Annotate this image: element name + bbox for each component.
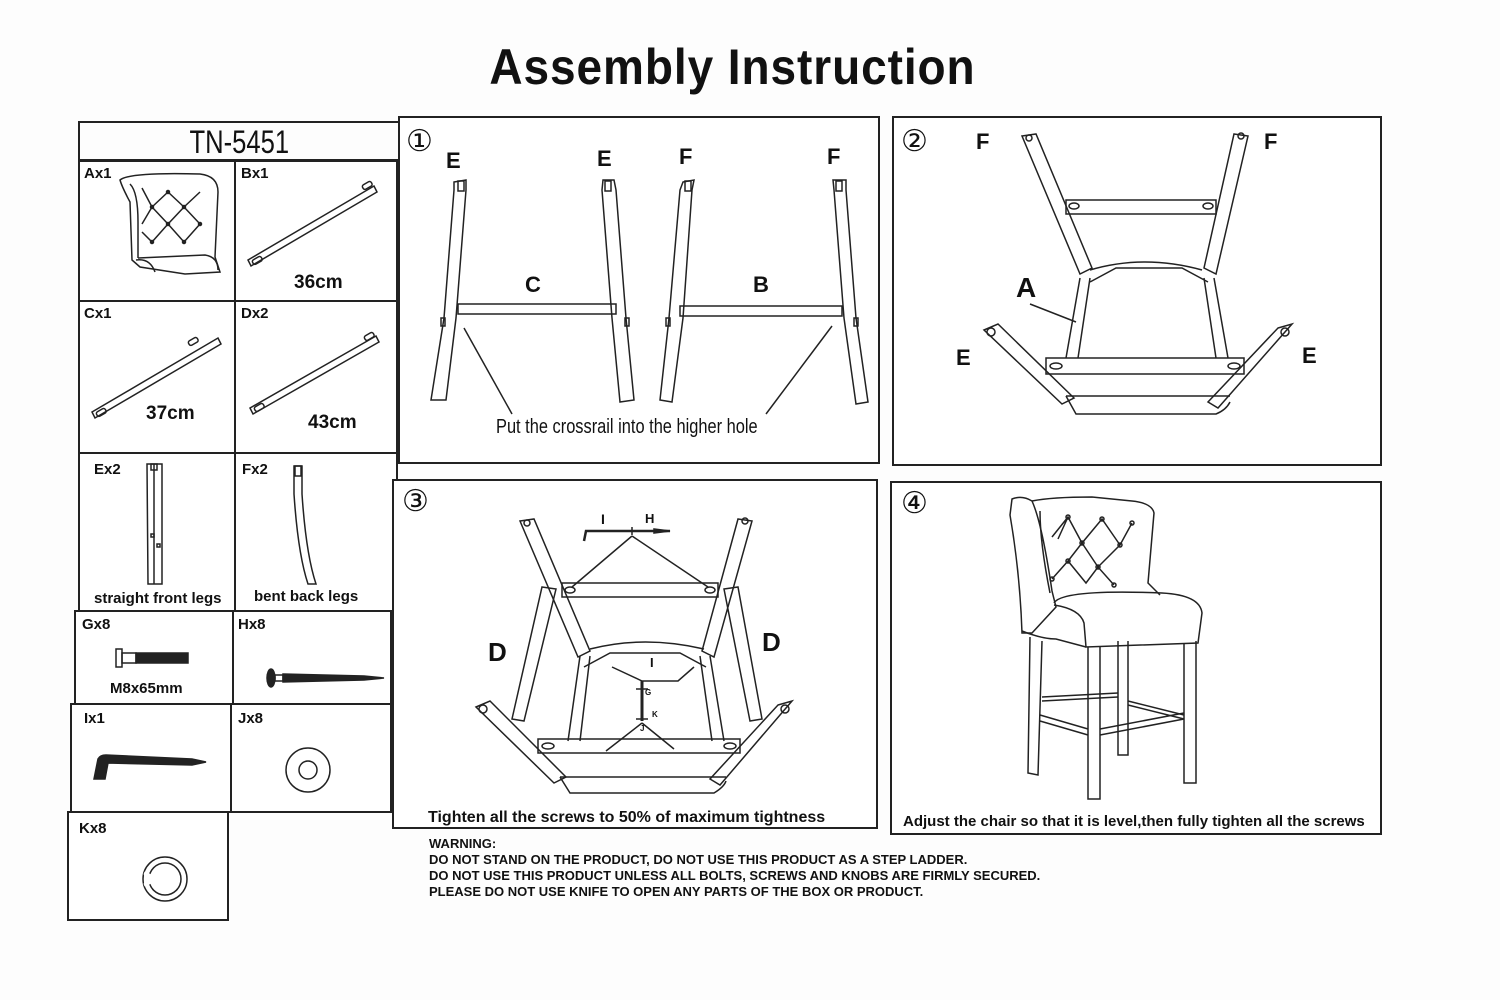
part-marker-f: F <box>679 144 693 169</box>
part-label: Kx8 <box>79 820 107 837</box>
model-number: TN-5451 <box>78 121 400 161</box>
crossrail-icon <box>247 180 378 268</box>
step-3-diagram <box>474 517 795 794</box>
part-label: Fx2 <box>242 461 268 478</box>
part-cell-e: Ex2 straight front legs <box>78 452 236 612</box>
step-1-panel: ① E E F F C B Put the crossrail into the… <box>398 116 880 464</box>
part-cell-g: Gx8 M8x65mm <box>74 610 234 705</box>
front-leg-icon <box>146 463 163 585</box>
step-number: ① <box>406 125 433 158</box>
part-marker-f: F <box>976 129 990 154</box>
part-marker-f: F <box>827 144 841 169</box>
part-cell-h: Hx8 <box>232 610 392 705</box>
part-marker-f: F <box>1264 129 1278 154</box>
step-instruction: Tighten all the screws to 50% of maximum… <box>428 809 826 826</box>
part-marker-g: G <box>645 688 652 697</box>
allen-key-icon <box>93 754 207 780</box>
part-marker-c: C <box>525 272 541 297</box>
part-caption: bent back legs <box>254 588 359 605</box>
part-cell-d: Dx2 43cm <box>234 300 398 454</box>
part-label: Bx1 <box>241 165 269 182</box>
step-4-panel: ④ Adjust the chair so that it is level,t… <box>890 481 1382 835</box>
part-marker-e: E <box>956 345 971 370</box>
step-number: ③ <box>402 485 429 518</box>
step-number: ② <box>901 125 928 158</box>
part-label: Ax1 <box>84 165 112 182</box>
part-caption: M8x65mm <box>110 680 183 697</box>
part-label: Hx8 <box>238 616 266 633</box>
part-marker-d: D <box>488 637 507 667</box>
part-label: Ex2 <box>94 461 121 478</box>
part-cell-i: Ix1 <box>70 703 232 813</box>
part-marker-k: K <box>652 710 658 719</box>
bolt-icon <box>115 648 189 668</box>
step-1-diagram <box>430 179 869 415</box>
step-instruction: Put the crossrail into the higher hole <box>496 416 758 438</box>
step-instruction: Adjust the chair so that it is level,the… <box>903 813 1365 830</box>
part-marker-j: J <box>640 724 645 733</box>
part-label: Jx8 <box>238 710 264 727</box>
part-label: Ix1 <box>84 710 105 727</box>
page-title: Assembly Instruction <box>489 39 976 95</box>
assembled-chair-icon <box>1009 496 1203 800</box>
part-cell-b: Bx1 36cm <box>234 160 398 302</box>
warning-line: DO NOT USE THIS PRODUCT UNLESS ALL BOLTS… <box>429 868 1041 883</box>
part-cell-j: Jx8 <box>230 703 392 813</box>
back-leg-icon <box>293 465 318 585</box>
part-marker-e: E <box>1302 343 1317 368</box>
part-cell-f: Fx2 bent back legs <box>234 452 398 612</box>
step-2-panel: ② F F A E E <box>892 116 1382 466</box>
warning-block: WARNING: DO NOT STAND ON THE PRODUCT, DO… <box>429 836 1040 900</box>
part-marker-h: H <box>645 511 655 526</box>
part-caption: 37cm <box>146 403 195 424</box>
part-marker-e: E <box>597 146 612 171</box>
part-cell-a: Ax1 <box>78 160 236 302</box>
part-caption: 43cm <box>308 412 357 433</box>
seat-icon <box>119 172 222 275</box>
part-caption: 36cm <box>294 272 343 293</box>
step-2-diagram <box>982 132 1295 415</box>
warning-line: PLEASE DO NOT USE KNIFE TO OPEN ANY PART… <box>429 884 924 899</box>
part-label: Dx2 <box>241 305 269 322</box>
crossrail-icon <box>91 336 222 420</box>
step-number: ④ <box>901 487 928 520</box>
crossrail-icon <box>249 331 380 416</box>
part-caption: straight front legs <box>94 590 222 607</box>
warning-heading: WARNING: <box>429 836 497 851</box>
part-marker-i: I <box>601 511 605 527</box>
spring-washer-icon <box>142 856 188 902</box>
part-marker-b: B <box>753 272 769 297</box>
part-marker-a: A <box>1016 272 1037 303</box>
part-marker-d: D <box>762 627 781 657</box>
step-3-panel: ③ D D I H I G K J <box>392 479 878 829</box>
part-cell-c: Cx1 37cm <box>78 300 236 454</box>
warning-line: DO NOT STAND ON THE PRODUCT, DO NOT USE … <box>429 852 968 867</box>
part-marker-i: I <box>650 655 654 670</box>
flat-washer-icon <box>285 747 331 793</box>
part-label: Gx8 <box>82 616 111 633</box>
part-cell-k: Kx8 <box>67 811 229 921</box>
part-label: Cx1 <box>84 305 112 322</box>
part-marker-e: E <box>446 148 461 173</box>
screw-icon <box>266 668 385 688</box>
